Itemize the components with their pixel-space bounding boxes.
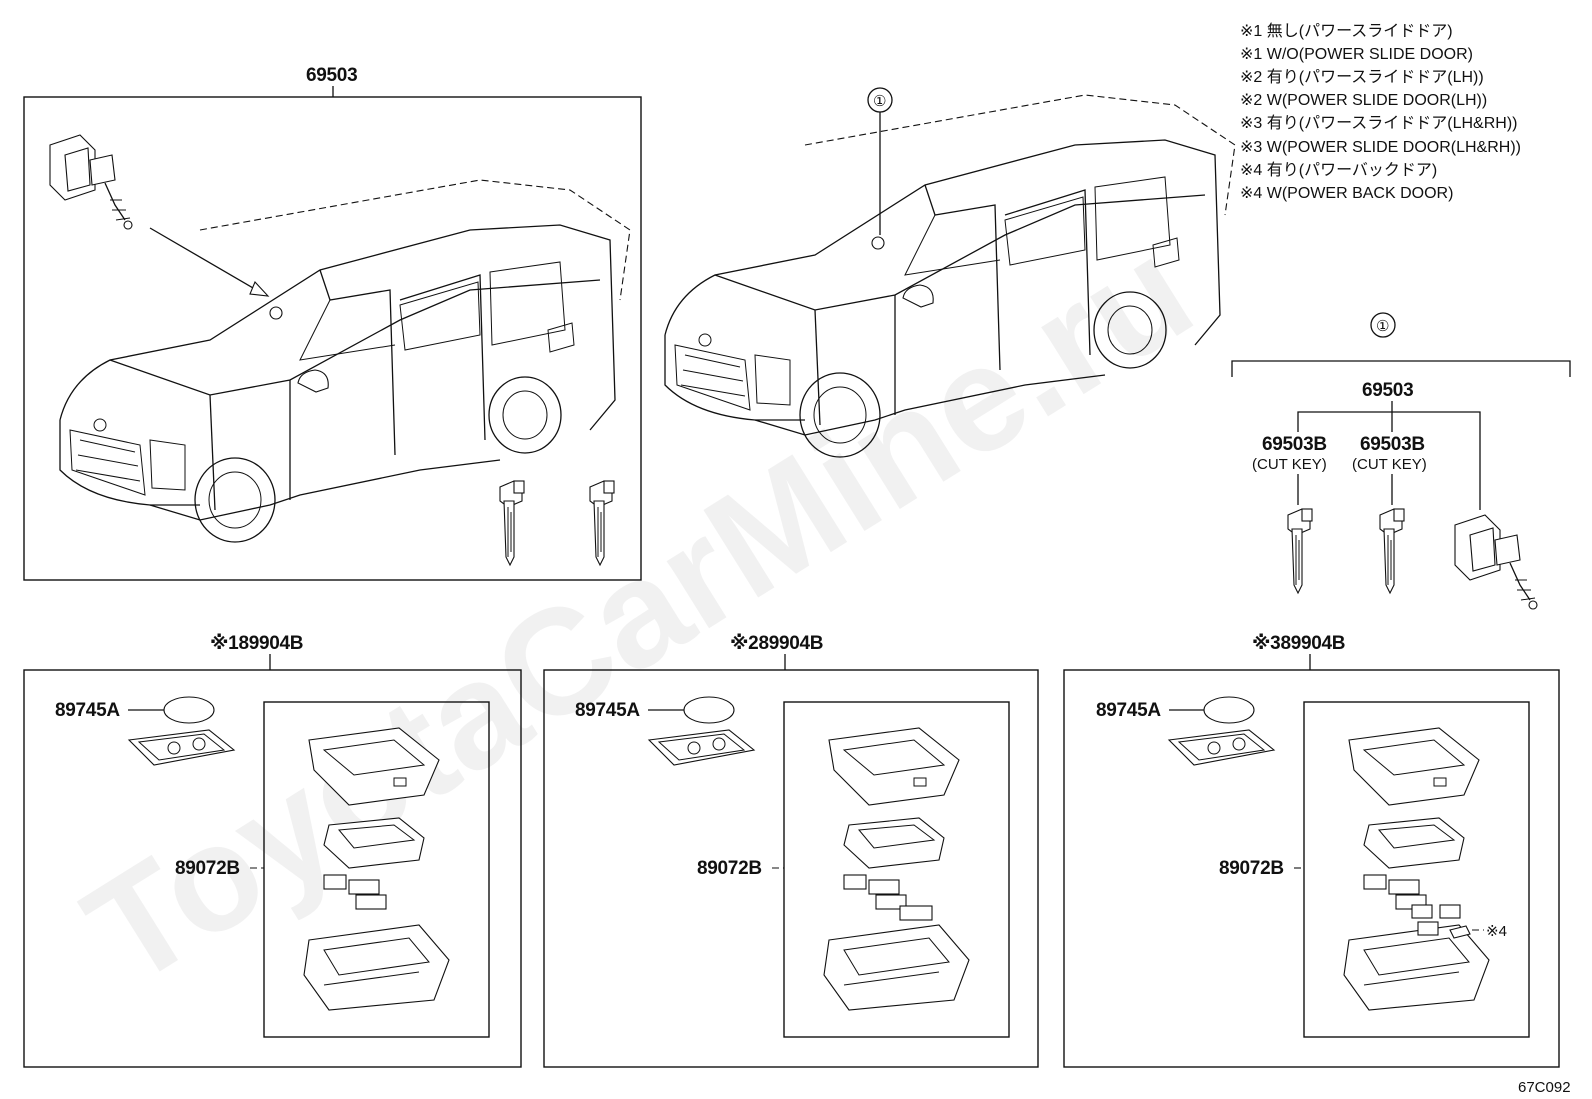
remote-kit-1-box [23, 669, 522, 1068]
cut-key-left-label: 69503B [1262, 434, 1327, 455]
battery-label: 89745A [575, 700, 640, 721]
main-set-box [23, 96, 642, 581]
remote-kit-3-box [1063, 669, 1560, 1068]
remote-kit-2-label: ※289904B [730, 633, 823, 654]
battery-label: 89745A [55, 700, 120, 721]
key-icon [1379, 508, 1405, 594]
legend-item: ※4 W(POWER BACK DOOR) [1240, 185, 1453, 202]
note-4-label: ※4 [1486, 923, 1507, 940]
legend-item: ※1 W/O(POWER SLIDE DOOR) [1240, 46, 1473, 63]
main-set-label: 69503 [306, 65, 357, 86]
cut-key-right-note: (CUT KEY) [1352, 456, 1427, 473]
case-label: 89072B [175, 858, 240, 879]
cut-key-right-label: 69503B [1360, 434, 1425, 455]
legend: ※1 無し(パワースライドドア) ※1 W/O(POWER SLIDE DOOR… [1240, 22, 1521, 202]
battery-label: 89745A [1096, 700, 1161, 721]
remote-kit-1-label: ※189904B [210, 633, 303, 654]
key-icon [499, 480, 525, 566]
legend-item: ※2 W(POWER SLIDE DOOR(LH)) [1240, 92, 1487, 109]
kit-set-label: 69503 [1362, 380, 1413, 401]
legend-item: ※3 有り(パワースライドドア(LH&RH)) [1240, 114, 1518, 132]
callout-car: ① [873, 93, 886, 110]
cut-key-left-note: (CUT KEY) [1252, 456, 1327, 473]
lock-cylinder-icon [1454, 514, 1538, 610]
van-illustration-left [59, 179, 631, 543]
diagram-code: 67C092 [1518, 1079, 1571, 1096]
case-label: 89072B [1219, 858, 1284, 879]
case-label: 89072B [697, 858, 762, 879]
remote-kit-2-box [543, 669, 1039, 1068]
key-icon [1287, 508, 1313, 594]
legend-item: ※2 有り(パワースライドドア(LH)) [1240, 68, 1484, 86]
lock-cylinder-icon [49, 134, 133, 230]
remote-kit-3-label: ※389904B [1252, 633, 1345, 654]
callout-kit: ① [1376, 318, 1389, 335]
legend-item: ※3 W(POWER SLIDE DOOR(LH&RH)) [1240, 139, 1521, 156]
legend-item: ※1 無し(パワースライドドア) [1240, 22, 1453, 40]
legend-item: ※4 有り(パワーバックドア) [1240, 161, 1437, 179]
